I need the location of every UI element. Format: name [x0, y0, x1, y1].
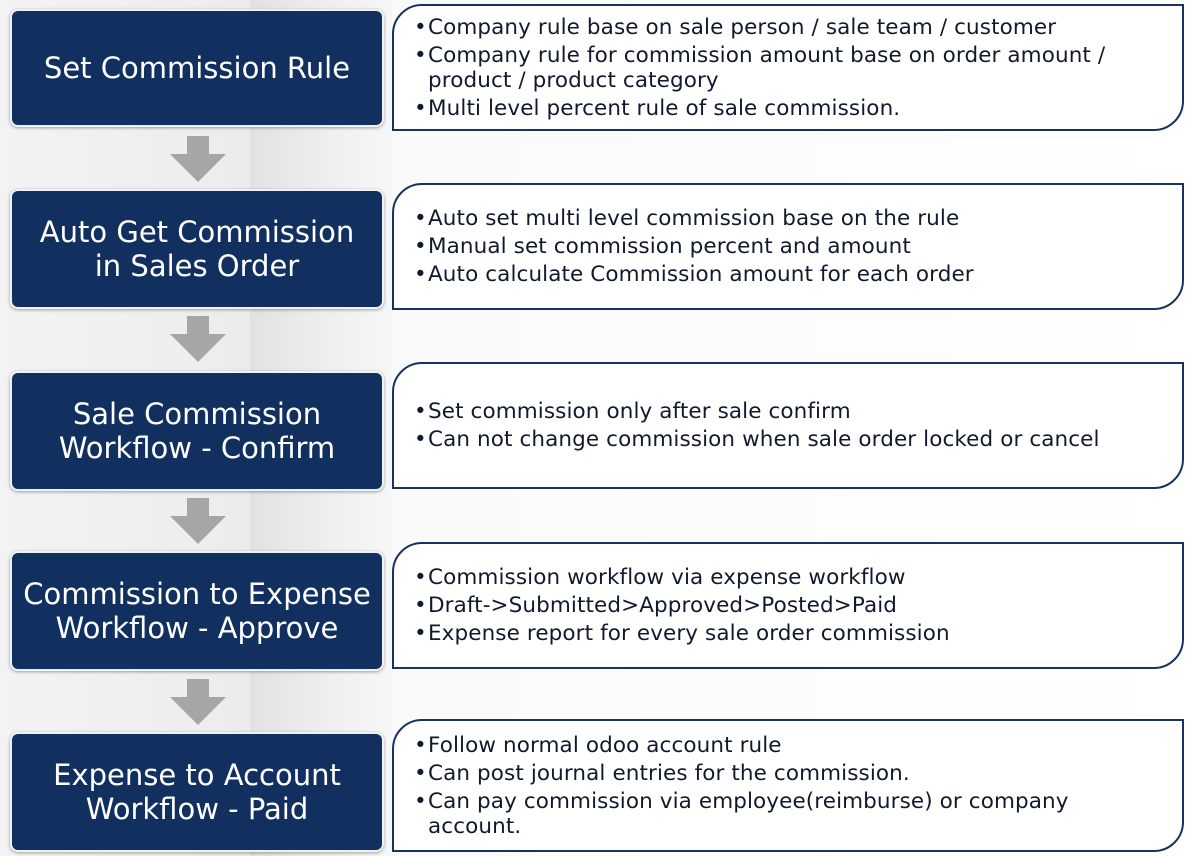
bullet-icon: •: [414, 399, 427, 424]
step-title: Expense to Account Workflow - Paid: [53, 757, 341, 826]
down-arrow-icon: [170, 679, 226, 725]
step-title: Commission to Expense Workflow - Approve: [23, 576, 371, 645]
bullet-item: •Draft->Submitted>Approved>Posted>Paid: [414, 593, 898, 618]
details-card-set-commission-rule: •Company rule base on sale person / sale…: [392, 4, 1184, 131]
step-title: Auto Get Commission in Sales Order: [39, 214, 355, 283]
bullet-item: •Auto set multi level commission base on…: [414, 206, 960, 231]
bullet-item: •Can post journal entries for the commis…: [414, 760, 910, 786]
step-title: Sale Commission Workflow - Confirm: [58, 396, 336, 465]
bullet-icon: •: [414, 760, 427, 786]
bullet-item: •Auto calculate Commission amount for ea…: [414, 262, 974, 287]
bullet-item: •Multi level percent rule of sale commis…: [414, 95, 901, 121]
step-box-auto-get-commission: Auto Get Commission in Sales Order: [10, 189, 384, 309]
details-card-expense-to-account: •Follow normal odoo account rule •Can po…: [392, 719, 1184, 852]
bullet-icon: •: [414, 14, 427, 40]
down-arrow-icon: [170, 316, 226, 362]
bullet-item: •Company rule base on sale person / sale…: [414, 14, 1057, 40]
step-box-commission-to-expense: Commission to Expense Workflow - Approve: [10, 551, 384, 671]
bullet-icon: •: [414, 262, 427, 287]
bullet-icon: •: [414, 234, 427, 259]
bullet-list: •Auto set multi level commission base on…: [414, 203, 1162, 290]
bullet-item: •Expense report for every sale order com…: [414, 621, 950, 646]
bullet-icon: •: [414, 565, 427, 590]
down-arrow-icon: [170, 498, 226, 544]
bullet-icon: •: [414, 427, 427, 452]
bullet-list: •Commission workflow via expense workflo…: [414, 562, 1162, 649]
bullet-icon: •: [414, 732, 427, 758]
bullet-icon: •: [414, 206, 427, 231]
bullet-icon: •: [414, 788, 427, 814]
details-card-auto-get-commission: •Auto set multi level commission base on…: [392, 183, 1184, 310]
bullet-list: •Company rule base on sale person / sale…: [414, 12, 1162, 124]
bullet-item: •Commission workflow via expense workflo…: [414, 565, 906, 590]
step-title: Set Commission Rule: [43, 50, 351, 85]
step-box-set-commission-rule: Set Commission Rule: [10, 9, 384, 127]
bullet-item: •Set commission only after sale confirm: [414, 399, 851, 424]
details-card-commission-to-expense: •Commission workflow via expense workflo…: [392, 542, 1184, 669]
bullet-icon: •: [414, 593, 427, 618]
bullet-item: •Can pay commission via employee(reimbur…: [414, 788, 1069, 839]
bullet-list: •Follow normal odoo account rule •Can po…: [414, 730, 1162, 842]
bullet-icon: •: [414, 621, 427, 646]
bullet-list: •Set commission only after sale confirm …: [414, 396, 1162, 455]
details-card-sale-commission-workflow: •Set commission only after sale confirm …: [392, 362, 1184, 489]
bullet-item: •Company rule for commission amount base…: [414, 42, 1106, 93]
bullet-item: •Follow normal odoo account rule: [414, 732, 782, 758]
bullet-item: •Can not change commission when sale ord…: [414, 427, 1100, 452]
bullet-item: •Manual set commission percent and amoun…: [414, 234, 911, 259]
step-box-expense-to-account: Expense to Account Workflow - Paid: [10, 732, 384, 852]
down-arrow-icon: [170, 136, 226, 182]
bullet-icon: •: [414, 95, 427, 121]
bullet-icon: •: [414, 42, 427, 68]
step-box-sale-commission-workflow: Sale Commission Workflow - Confirm: [10, 371, 384, 491]
